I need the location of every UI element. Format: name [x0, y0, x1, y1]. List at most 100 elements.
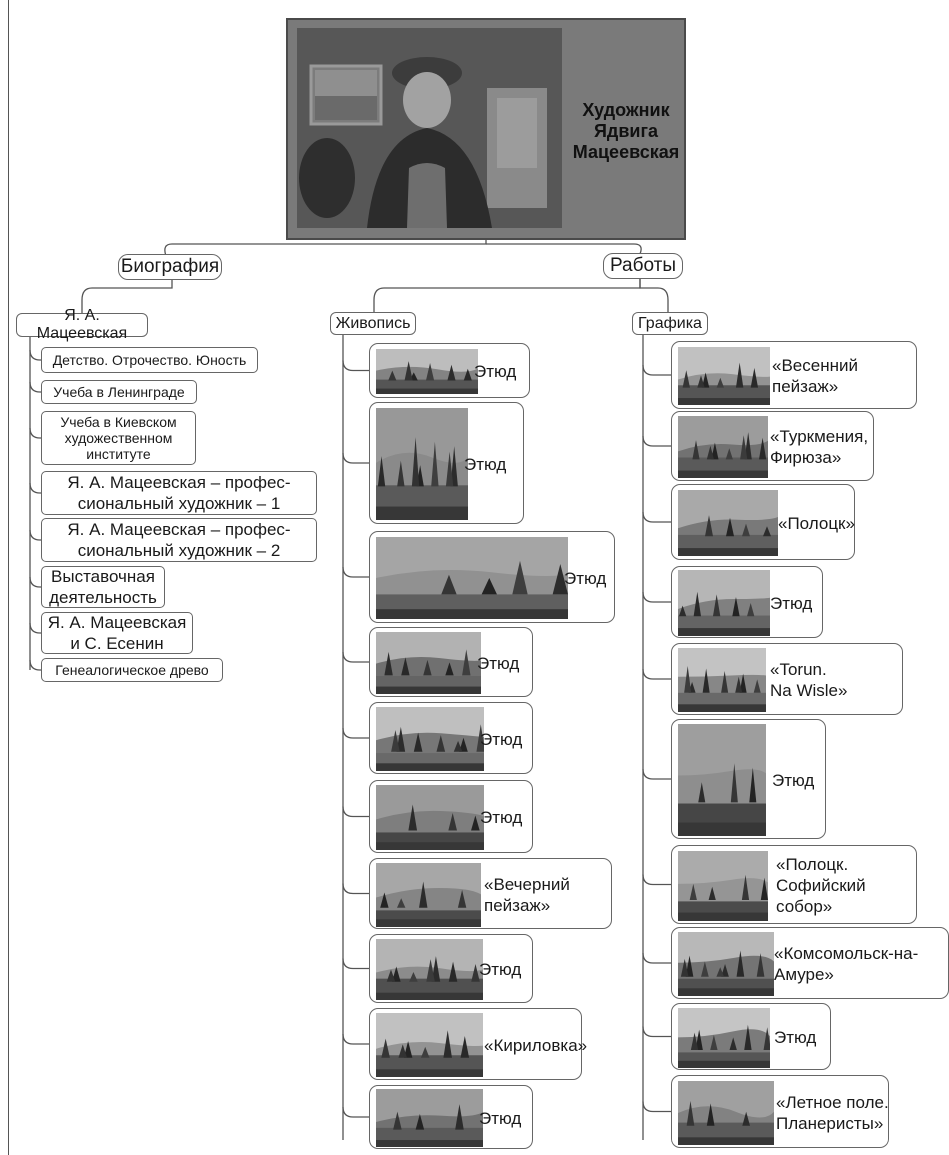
painting-item-caption-line: Этюд: [479, 960, 522, 979]
graphics-item-caption-line: «Полоцк»: [778, 514, 855, 533]
painting-item-caption: Этюд: [480, 807, 522, 828]
biography-item[interactable]: Генеалогическое древо: [41, 658, 223, 682]
graphics-item-caption-line: Этюд: [772, 771, 815, 790]
painting-item-caption-line: Этюд: [474, 362, 517, 381]
biography-item-line: сиональный художник – 1: [77, 494, 281, 513]
graphics-item-thumbnail: [678, 1081, 774, 1145]
painting-item-card[interactable]: Этюд: [369, 780, 533, 853]
graphics-item-caption-line: пейзаж»: [772, 377, 839, 396]
biography-item-line: Учеба в Ленинграде: [53, 384, 185, 400]
left-frame-line: [8, 0, 9, 1155]
graphics-item-thumbnail: [678, 648, 766, 712]
painting-item-card[interactable]: «Кириловка»: [369, 1008, 587, 1080]
biography-item-line: институте: [86, 446, 151, 462]
painting-item-caption: Этюд: [479, 1108, 521, 1129]
graphics-item-caption: Этюд: [772, 770, 814, 791]
graphics-item-caption: «Комсомольск-на- Амуре»: [774, 943, 918, 985]
graphics-item-caption-line: «Комсомольск-на-: [774, 944, 919, 963]
graphics-item-thumbnail: [678, 851, 768, 921]
painting-item-thumbnail: [376, 349, 478, 394]
graphics-item-card[interactable]: «Весенний пейзаж»: [671, 341, 917, 409]
biography-item-line: Я. А. Мацеевская – профес-: [67, 473, 291, 492]
graphics-item-caption-line: Амуре»: [774, 965, 834, 984]
biography-item-line: Учеба в Киевском: [60, 414, 177, 430]
graphics-item-card[interactable]: «Torun. Na Wisle»: [671, 643, 903, 715]
biography-item[interactable]: Я. А. Мацеевская – профес-сиональный худ…: [41, 518, 317, 562]
biography-item[interactable]: Учеба в Ленинграде: [41, 380, 197, 404]
graphics-item-thumbnail: [678, 724, 766, 836]
painting-item-caption-line: Этюд: [480, 730, 523, 749]
graphics-item-caption-line: Этюд: [774, 1028, 817, 1047]
painting-item-caption: Этюд: [474, 361, 516, 382]
painting-item-caption-line: Этюд: [480, 808, 523, 827]
painting-item-card[interactable]: Этюд: [369, 531, 615, 623]
biography-item-line: Я. А. Мацеевская – профес-: [67, 520, 291, 539]
title-text: Художник Ядвига Мацеевская: [564, 100, 688, 163]
painting-item-thumbnail: [376, 1013, 483, 1077]
graphics-item-caption-line: Na Wisle»: [770, 681, 848, 700]
painting-item-caption-line: Этюд: [477, 654, 520, 673]
painting-item-thumbnail: [376, 632, 481, 694]
biography-item-line: деятельность: [49, 588, 157, 607]
portrait-photo: [297, 28, 562, 228]
biography-item-line: Выставочная: [51, 567, 155, 586]
biography-item[interactable]: Выставочная деятельность: [41, 566, 165, 608]
painting-item-thumbnail: [376, 408, 468, 520]
painting-item-caption: Этюд: [464, 454, 506, 475]
painting-item-card[interactable]: Этюд: [369, 343, 530, 398]
graphics-item-card[interactable]: Этюд: [671, 566, 823, 638]
painting-item-card[interactable]: Этюд: [369, 934, 533, 1003]
painting-node[interactable]: Живопись: [330, 312, 416, 335]
biography-label: Биография: [120, 256, 220, 277]
graphics-item-caption-line: «Туркмения,: [770, 427, 869, 446]
graphics-item-card[interactable]: «Полоцк»: [671, 484, 855, 560]
painting-item-thumbnail: [376, 707, 484, 771]
biography-item-line: Детство. Отрочество. Юность: [52, 352, 247, 368]
painting-item-caption: Этюд: [564, 568, 606, 589]
graphics-item-thumbnail: [678, 416, 768, 478]
graphics-item-card[interactable]: «Летное поле.Планеристы»: [671, 1075, 889, 1148]
title-card[interactable]: Художник Ядвига Мацеевская: [286, 18, 686, 240]
painting-item-caption: «Кириловка»: [484, 1035, 587, 1056]
painting-item-card[interactable]: Этюд: [369, 402, 524, 524]
painting-item-caption: Этюд: [480, 729, 522, 750]
graphics-item-caption: «Весенний пейзаж»: [772, 355, 858, 397]
painting-item-caption-line: «Кириловка»: [484, 1036, 588, 1055]
graphics-item-thumbnail: [678, 490, 778, 556]
graphics-item-caption-line: «Весенний: [772, 356, 858, 375]
biography-root-node[interactable]: Я. А. Мацеевская: [16, 307, 148, 342]
painting-item-caption-line: Этюд: [564, 569, 607, 588]
graphics-item-caption: «Летное поле.Планеристы»: [776, 1092, 889, 1134]
painting-item-card[interactable]: Этюд: [369, 627, 533, 697]
biography-item[interactable]: Детство. Отрочество. Юность: [41, 347, 258, 373]
works-node[interactable]: Работы: [603, 253, 683, 279]
graphics-item-card[interactable]: Этюд: [671, 719, 826, 839]
painting-item-caption-line: «Вечерний: [484, 875, 570, 894]
graphics-item-card[interactable]: Этюд: [671, 1003, 831, 1070]
works-label: Работы: [610, 255, 676, 276]
biography-item[interactable]: Я. А. Мацеевская – профес-сиональный худ…: [41, 471, 317, 515]
graphics-item-card[interactable]: «Комсомольск-на- Амуре»: [671, 927, 949, 999]
graphics-item-card[interactable]: «Туркмения,Фирюза»: [671, 411, 874, 481]
graphics-item-caption-line: Софийский: [776, 876, 866, 895]
graphics-item-thumbnail: [678, 570, 770, 636]
title-line: Художник: [582, 100, 670, 120]
graphics-node[interactable]: Графика: [632, 312, 708, 335]
painting-item-card[interactable]: Этюд: [369, 1085, 533, 1149]
painting-item-thumbnail: [376, 939, 483, 1000]
painting-item-thumbnail: [376, 863, 481, 927]
graphics-item-caption: «Туркмения,Фирюза»: [770, 426, 868, 468]
painting-label: Живопись: [335, 314, 411, 332]
graphics-item-caption-line: «Torun.: [770, 660, 827, 679]
title-line: Ядвига: [593, 121, 658, 141]
biography-node[interactable]: Биография: [118, 254, 222, 280]
painting-item-caption: Этюд: [477, 653, 519, 674]
painting-item-card[interactable]: Этюд: [369, 702, 533, 774]
